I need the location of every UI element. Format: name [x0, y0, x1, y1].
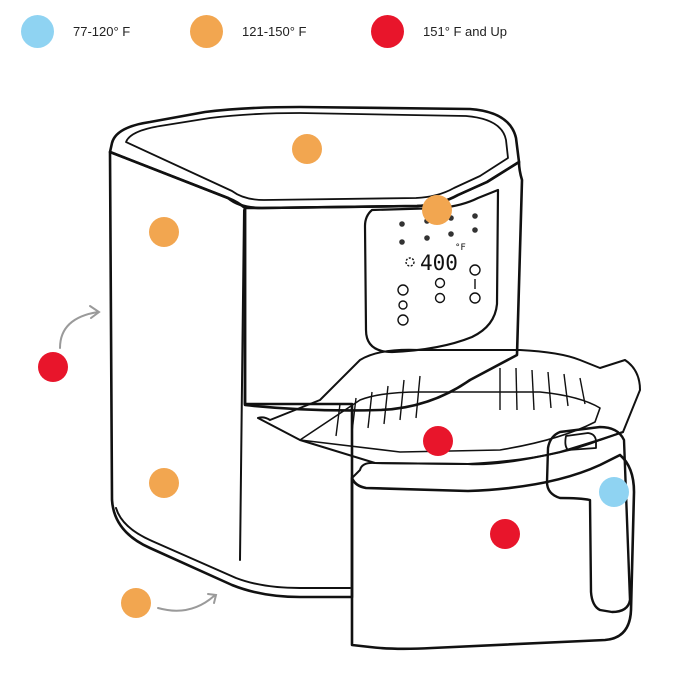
- lid-top-marker: [292, 134, 322, 164]
- handle-marker: [599, 477, 629, 507]
- legend-item-high: 151° F and Up: [371, 14, 507, 48]
- basket-slots: [335, 367, 586, 437]
- legend-label-medium: 121-150° F: [242, 23, 307, 39]
- basket-interior-marker: [423, 426, 453, 456]
- fryer-body-outline: [108, 150, 354, 599]
- back-vent-marker: [38, 352, 68, 382]
- legend-item-medium: 121-150° F: [190, 14, 306, 48]
- basket-front-marker: [490, 519, 520, 549]
- basket-drawer-front: [350, 453, 636, 651]
- airflow-arrows: [59, 305, 218, 612]
- fryer-base-rim: [115, 507, 351, 589]
- fryer-lid-inner: [125, 112, 509, 201]
- basket-handle: [545, 425, 632, 614]
- legend-swatch-low: [21, 14, 54, 48]
- legend-label-high: 151° F and Up: [423, 23, 507, 39]
- vent-arrow-upper: [59, 311, 99, 349]
- control-buttons: [397, 257, 481, 326]
- display-temperature: 400: [420, 251, 458, 275]
- arrow-up-icon: [397, 284, 409, 296]
- side-upper-marker: [149, 217, 179, 247]
- arrow-down-icon: [397, 314, 409, 326]
- display-unit: °F: [455, 243, 466, 253]
- temperature-markers: [38, 134, 629, 618]
- legend-swatch-medium: [190, 14, 223, 48]
- basket-crisper-plate: [299, 391, 601, 453]
- fryer-body-inner-edge: [239, 209, 245, 561]
- handle-button: [564, 432, 597, 451]
- base-marker: [121, 588, 151, 618]
- control-panel: [363, 188, 500, 354]
- control-panel-marker: [422, 195, 452, 225]
- fan-icon: [405, 257, 415, 267]
- legend-swatch-high: [371, 14, 404, 48]
- side-lower-marker: [149, 468, 179, 498]
- legend-label-low: 77-120° F: [73, 23, 131, 39]
- legend-item-low: 77-120° F: [21, 14, 130, 48]
- vent-arrow-lower: [157, 595, 215, 612]
- basket-interior: [257, 348, 641, 466]
